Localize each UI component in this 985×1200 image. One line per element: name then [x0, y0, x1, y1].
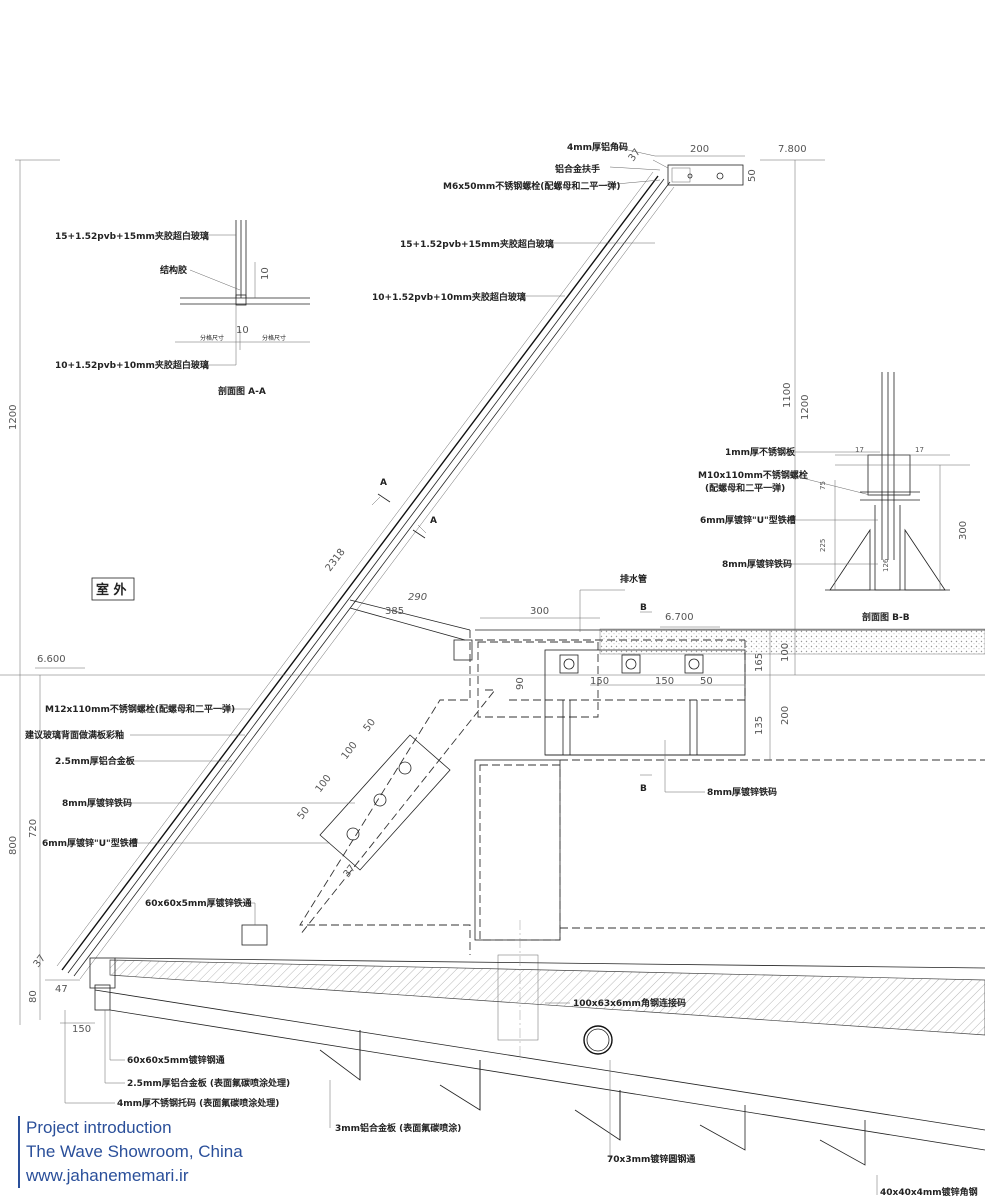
label-tube60a: 60x60x5mm厚镀锌铁通: [145, 897, 252, 909]
label-cut-a2: A: [430, 516, 437, 526]
roof-panels: [94, 959, 985, 1166]
dim-2318: 2318: [324, 547, 348, 574]
dim-300: 300: [530, 606, 549, 617]
label-bb-iron: 8mm厚镀锌铁码: [722, 558, 792, 570]
dim-150-a: 150: [590, 676, 609, 687]
dim-100-c: 100: [340, 740, 360, 762]
dim-50-b: 50: [700, 676, 713, 687]
label-aa-sub2: 分格尺寸: [262, 334, 286, 342]
dim-290: 290: [408, 592, 427, 603]
section-aa: [175, 220, 310, 350]
label-aa-glass-15: 15+1.52pvb+15mm夹胶超白玻璃: [55, 230, 209, 242]
label-steel4: 4mm厚不锈钢托码 (表面氟碳喷涂处理): [117, 1097, 279, 1109]
label-iron8b: 8mm厚镀锌铁码: [707, 786, 777, 798]
dim-100-d: 100: [314, 773, 334, 795]
dim-7800: 7.800: [778, 144, 807, 155]
label-tube60b: 60x60x5mm镀锌钢通: [127, 1054, 225, 1066]
dim-100-r: 100: [780, 643, 791, 662]
dim-800: 800: [8, 836, 19, 855]
dim-75: 75: [819, 481, 827, 490]
dim-10: 10: [260, 267, 271, 280]
label-aa-title: 剖面图 A-A: [218, 385, 266, 397]
dim-150-b: 150: [655, 676, 674, 687]
label-alu3: 3mm铝合金板 (表面氟碳喷涂): [335, 1122, 461, 1134]
label-bb-plate: 1mm厚不锈钢板: [725, 446, 796, 458]
label-pipe70: 70x3mm镀锌圆钢通: [607, 1153, 695, 1165]
dim-6600: 6.600: [37, 654, 66, 665]
dim-90: 90: [515, 677, 526, 690]
dim-165: 165: [754, 653, 765, 672]
label-drain: 排水管: [620, 573, 647, 585]
dim-720: 720: [28, 819, 39, 838]
label-cut-b1: B: [640, 603, 647, 613]
footer-link[interactable]: www.jahanememari.ir: [26, 1166, 189, 1185]
dim-10-b: 10: [236, 325, 249, 336]
label-aa-sub1: 分格尺寸: [200, 334, 224, 342]
dim-200-r: 200: [780, 706, 791, 725]
dim-80: 80: [28, 990, 39, 1003]
dim-1100: 1100: [782, 383, 793, 408]
label-bb-bolt-2: (配螺母和二平一弹): [705, 482, 785, 494]
dim-37-top: 37: [627, 147, 643, 164]
label-bb-channel: 6mm厚镀锌"U"型铁槽: [700, 514, 796, 526]
dim-6700: 6.700: [665, 612, 694, 623]
label-aa-glass-10: 10+1.52pvb+10mm夹胶超白玻璃: [55, 359, 209, 371]
dim-17-b: 17: [915, 446, 924, 454]
dimension-lines: [15, 155, 825, 1060]
label-alu-corner: 4mm厚铝角码: [567, 141, 628, 153]
dim-1200-right: 1200: [800, 395, 811, 420]
inclined-bolt-plate: [241, 639, 473, 946]
label-alu25: 2.5mm厚铝合金板: [55, 755, 136, 767]
label-glass-10: 10+1.52pvb+10mm夹胶超白玻璃: [372, 291, 526, 303]
floor-slab: [0, 628, 985, 718]
dim-225: 225: [819, 539, 827, 552]
label-aa-glue: 结构胶: [160, 264, 187, 276]
footer-line-2: The Wave Showroom, China: [26, 1142, 243, 1161]
footer-credits: Project introduction The Wave Showroom, …: [18, 1116, 243, 1188]
handrail-bracket: [652, 159, 744, 186]
section-bb: [825, 372, 970, 591]
label-outside: 室 外: [96, 582, 127, 598]
label-bolt-m12: M12x110mm不锈钢螺栓(配螺母和二平一弹): [45, 703, 235, 715]
dim-47: 47: [55, 984, 68, 995]
label-glass-15: 15+1.52pvb+15mm夹胶超白玻璃: [400, 238, 554, 250]
dim-385: 385: [385, 606, 404, 617]
dim-50-c: 50: [362, 717, 378, 734]
arm-290: [349, 599, 471, 641]
outside-label-box: [91, 577, 135, 601]
label-handrail: 铝合金扶手: [555, 163, 600, 175]
glass-balustrade: [56, 171, 675, 980]
dim-200: 200: [690, 144, 709, 155]
label-cut-a1: A: [380, 478, 387, 488]
dim-50-d: 50: [296, 805, 312, 822]
dim-17-a: 17: [855, 446, 864, 454]
glass-bottom-support: [89, 957, 985, 1011]
label-backpanel: 建议玻璃背面做满板彩釉: [25, 729, 124, 741]
dim-150-bot: 150: [72, 1024, 91, 1035]
cut-mark-a: [371, 493, 427, 539]
dim-300-r: 300: [958, 521, 969, 540]
label-cut-b2: B: [640, 784, 647, 794]
dim-126: 126: [882, 558, 890, 572]
label-angle40: 40x40x4mm镀锌角钢: [880, 1186, 978, 1198]
annotation-labels: 4mm厚铝角码 铝合金扶手 M6x50mm不锈钢螺栓(配螺母和二平一弹) 15+…: [25, 141, 978, 1198]
dim-37-bot: 37: [32, 953, 48, 970]
embed-plate: [544, 649, 746, 756]
label-alu25b: 2.5mm厚铝合金板 (表面氟碳喷涂处理): [127, 1077, 290, 1089]
label-bb-title: 剖面图 B-B: [862, 611, 910, 623]
label-bb-bolt-1: M10x110mm不锈钢螺栓: [698, 469, 808, 481]
label-bolt-m6: M6x50mm不锈钢螺栓(配螺母和二平一弹): [443, 180, 621, 192]
dim-135: 135: [754, 716, 765, 735]
dim-50-top: 50: [747, 169, 758, 182]
leader-lines: [64, 145, 880, 1195]
footer-line-1: Project introduction: [26, 1118, 172, 1137]
label-angle100: 100x63x6mm角钢连接码: [573, 997, 686, 1009]
label-channel6: 6mm厚镀锌"U"型铁槽: [42, 837, 138, 849]
label-iron8: 8mm厚镀锌铁码: [62, 797, 132, 809]
dim-1200-left: 1200: [8, 405, 19, 430]
